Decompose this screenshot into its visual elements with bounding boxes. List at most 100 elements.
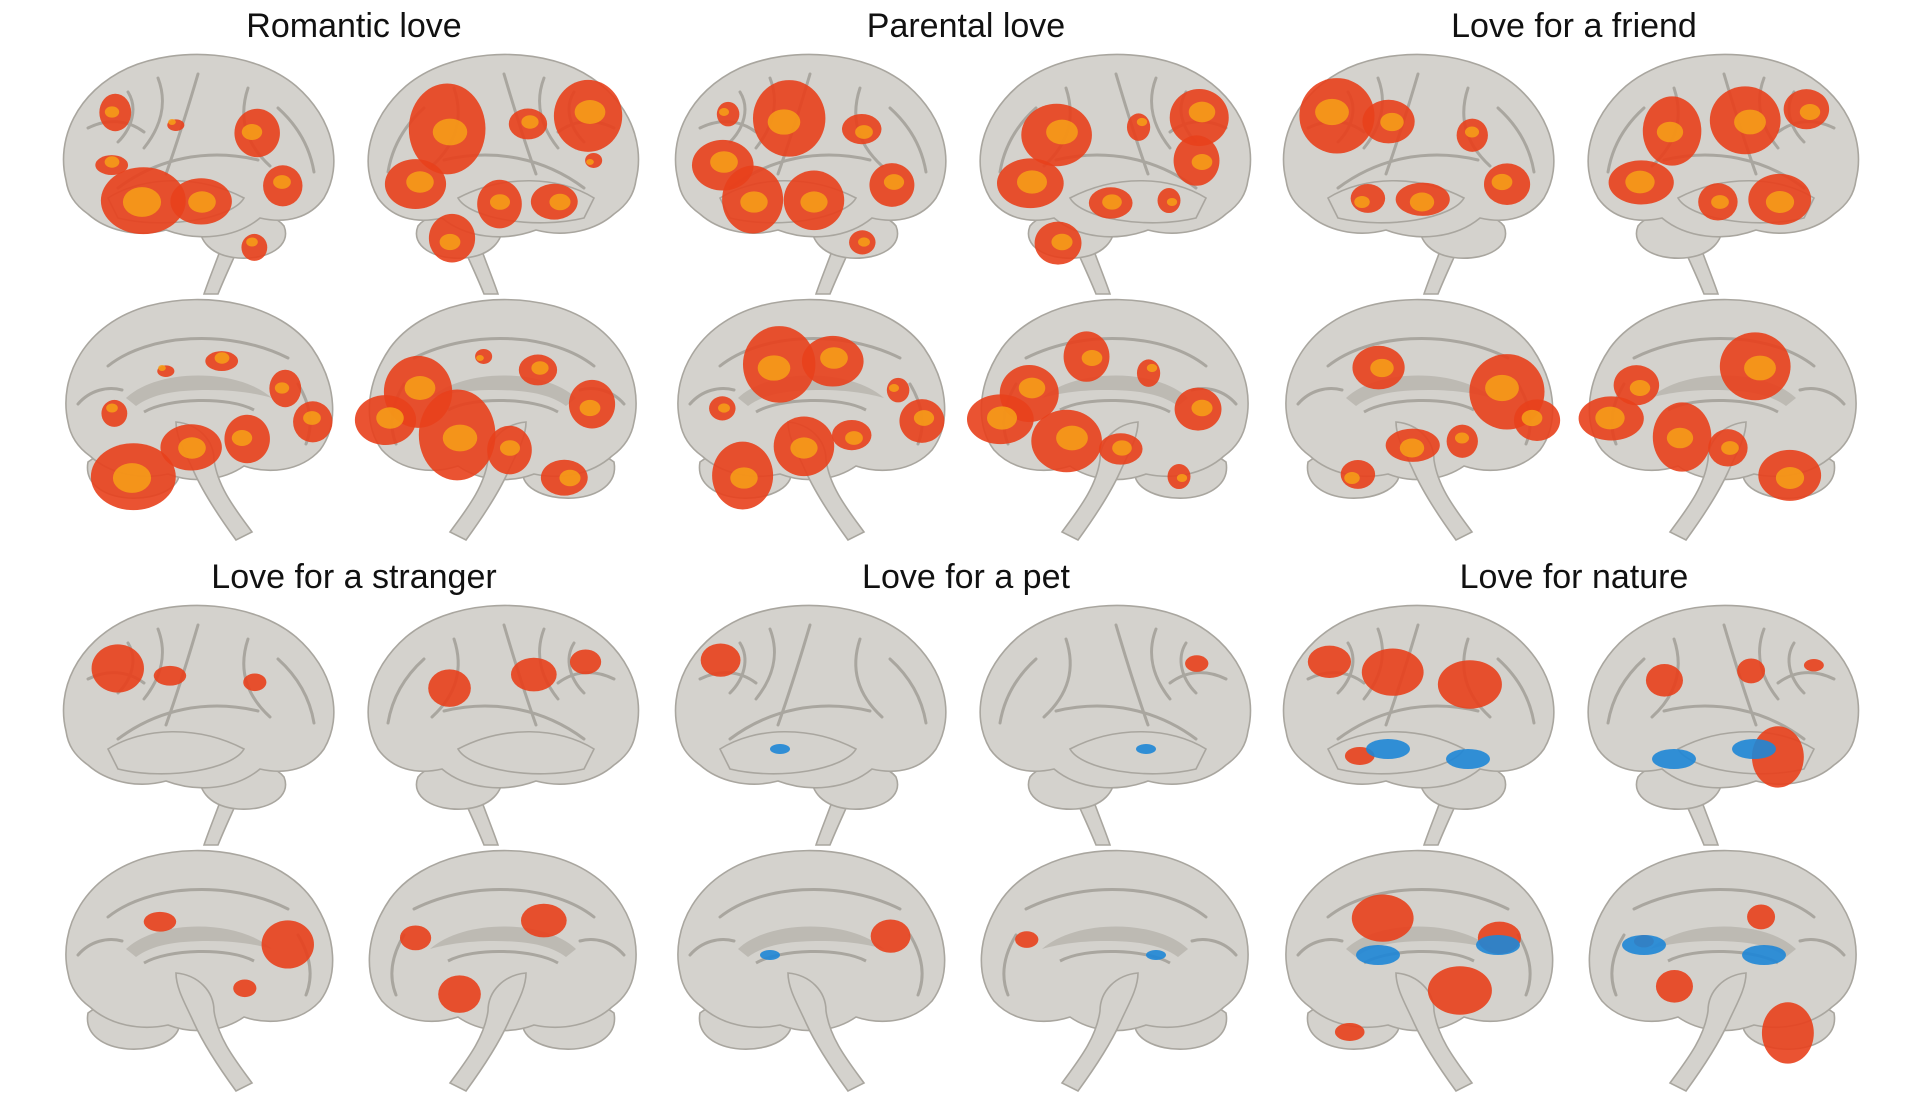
activation-blob [1361,648,1424,696]
activation-peak [574,100,606,124]
deactivation-blob [1622,935,1666,955]
activation-peak [1081,349,1103,367]
sulcus-line [1798,387,1846,406]
sulcus-line [143,398,255,414]
activation-peak [1409,192,1435,212]
sulcus-line [442,704,586,741]
brain-view-med-left [677,849,946,1093]
activation-peak [1629,380,1651,396]
sulcus-line [1002,933,1018,997]
activation-peak [1399,438,1425,458]
activation-blob [243,673,267,692]
sulcus-line [276,657,316,725]
activation-peak [1666,427,1694,449]
activation-blob [1351,894,1414,942]
activation-peak [1051,233,1073,251]
sulcus-line [1336,153,1480,190]
sulcus-line [1168,671,1228,685]
deactivation-blob [1652,749,1696,769]
brain-view-lat-right [1587,604,1860,846]
brain-view-med-left [1285,849,1554,1093]
activation-blob [1655,970,1693,1003]
sulcus-line [1798,938,1846,957]
temporal-lobe-shape [718,730,858,775]
sulcus-line [1326,337,1510,368]
activation-blob [520,903,567,938]
activation-blob [153,665,187,686]
deactivation-blob [1146,950,1166,960]
sulcus-line [412,337,596,368]
activation-blob [1334,1022,1365,1041]
activation-peak [559,469,581,487]
brain-views [674,604,1252,1093]
activation-peak [214,352,230,364]
activation-peak [188,191,216,213]
activation-peak [1734,109,1766,135]
deactivation-blob [760,950,780,960]
sulcus-line [386,657,426,725]
sulcus-line [276,106,316,174]
brain-view-med-left [677,298,946,542]
brain-views [1282,53,1860,542]
activation-peak [730,467,758,489]
activation-blob [1185,655,1209,672]
activation-peak [1176,473,1188,483]
sulcus-line [1787,641,1806,695]
sulcus-line [1296,387,1344,406]
brain-views [674,53,1252,542]
activation-blob [1126,113,1151,141]
brain-view-lat-left [674,53,947,295]
sulcus-line [1363,398,1475,414]
activation-peak [1775,467,1805,489]
activation-peak [1370,358,1394,378]
panel-parental-love: Parental love [660,4,1272,542]
activation-peak [1315,98,1349,126]
brain-view-med-right [368,849,637,1093]
sulcus-line [888,657,928,725]
sulcus-line [908,933,924,997]
activation-peak [241,124,263,140]
activation-peak [406,171,434,193]
activation-blob [438,975,481,1013]
sulcus-line [1179,641,1198,695]
activation-peak [1191,399,1213,417]
deactivation-blob [1476,935,1520,955]
activation-peak [531,361,549,375]
activation-peak [122,187,162,217]
sulcus-line [1024,888,1208,919]
sulcus-line [1606,106,1646,174]
sulcus-line [1632,337,1816,368]
activation-peak [1354,195,1370,209]
sulcus-line [1496,657,1536,725]
panel-title: Love for a friend [1451,7,1697,45]
activation-peak [740,191,768,213]
activation-peak [499,440,521,456]
brain-view-lat-right [367,53,640,295]
sulcus-line [688,387,736,406]
sulcus-line [1336,704,1480,741]
activation-peak [579,399,601,417]
activation-blob [700,643,741,677]
sulcus-line [142,76,164,150]
corpus-callosum-shape [126,375,272,406]
activation-peak [858,237,870,247]
activation-peak [489,194,511,210]
sulcus-line [854,637,884,719]
activation-blob [1437,660,1502,709]
activation-peak [1485,374,1519,402]
corpus-callosum-shape [1650,926,1796,957]
temporal-lobe-shape [1068,730,1208,775]
sulcus-line [1150,627,1172,701]
corpus-callosum-shape [1042,926,1188,957]
sulcus-line [728,90,747,144]
sulcus-line [1190,938,1238,957]
sulcus-line [1150,76,1172,150]
sulcus-line [1024,337,1208,368]
activation-blob [428,669,471,707]
panel-love-for-a-pet: Love for a pet [660,555,1272,1093]
activation-blob [1136,359,1161,387]
activation-peak [1765,191,1795,213]
deactivation-blob [1742,945,1786,965]
activation-peak [476,355,484,361]
